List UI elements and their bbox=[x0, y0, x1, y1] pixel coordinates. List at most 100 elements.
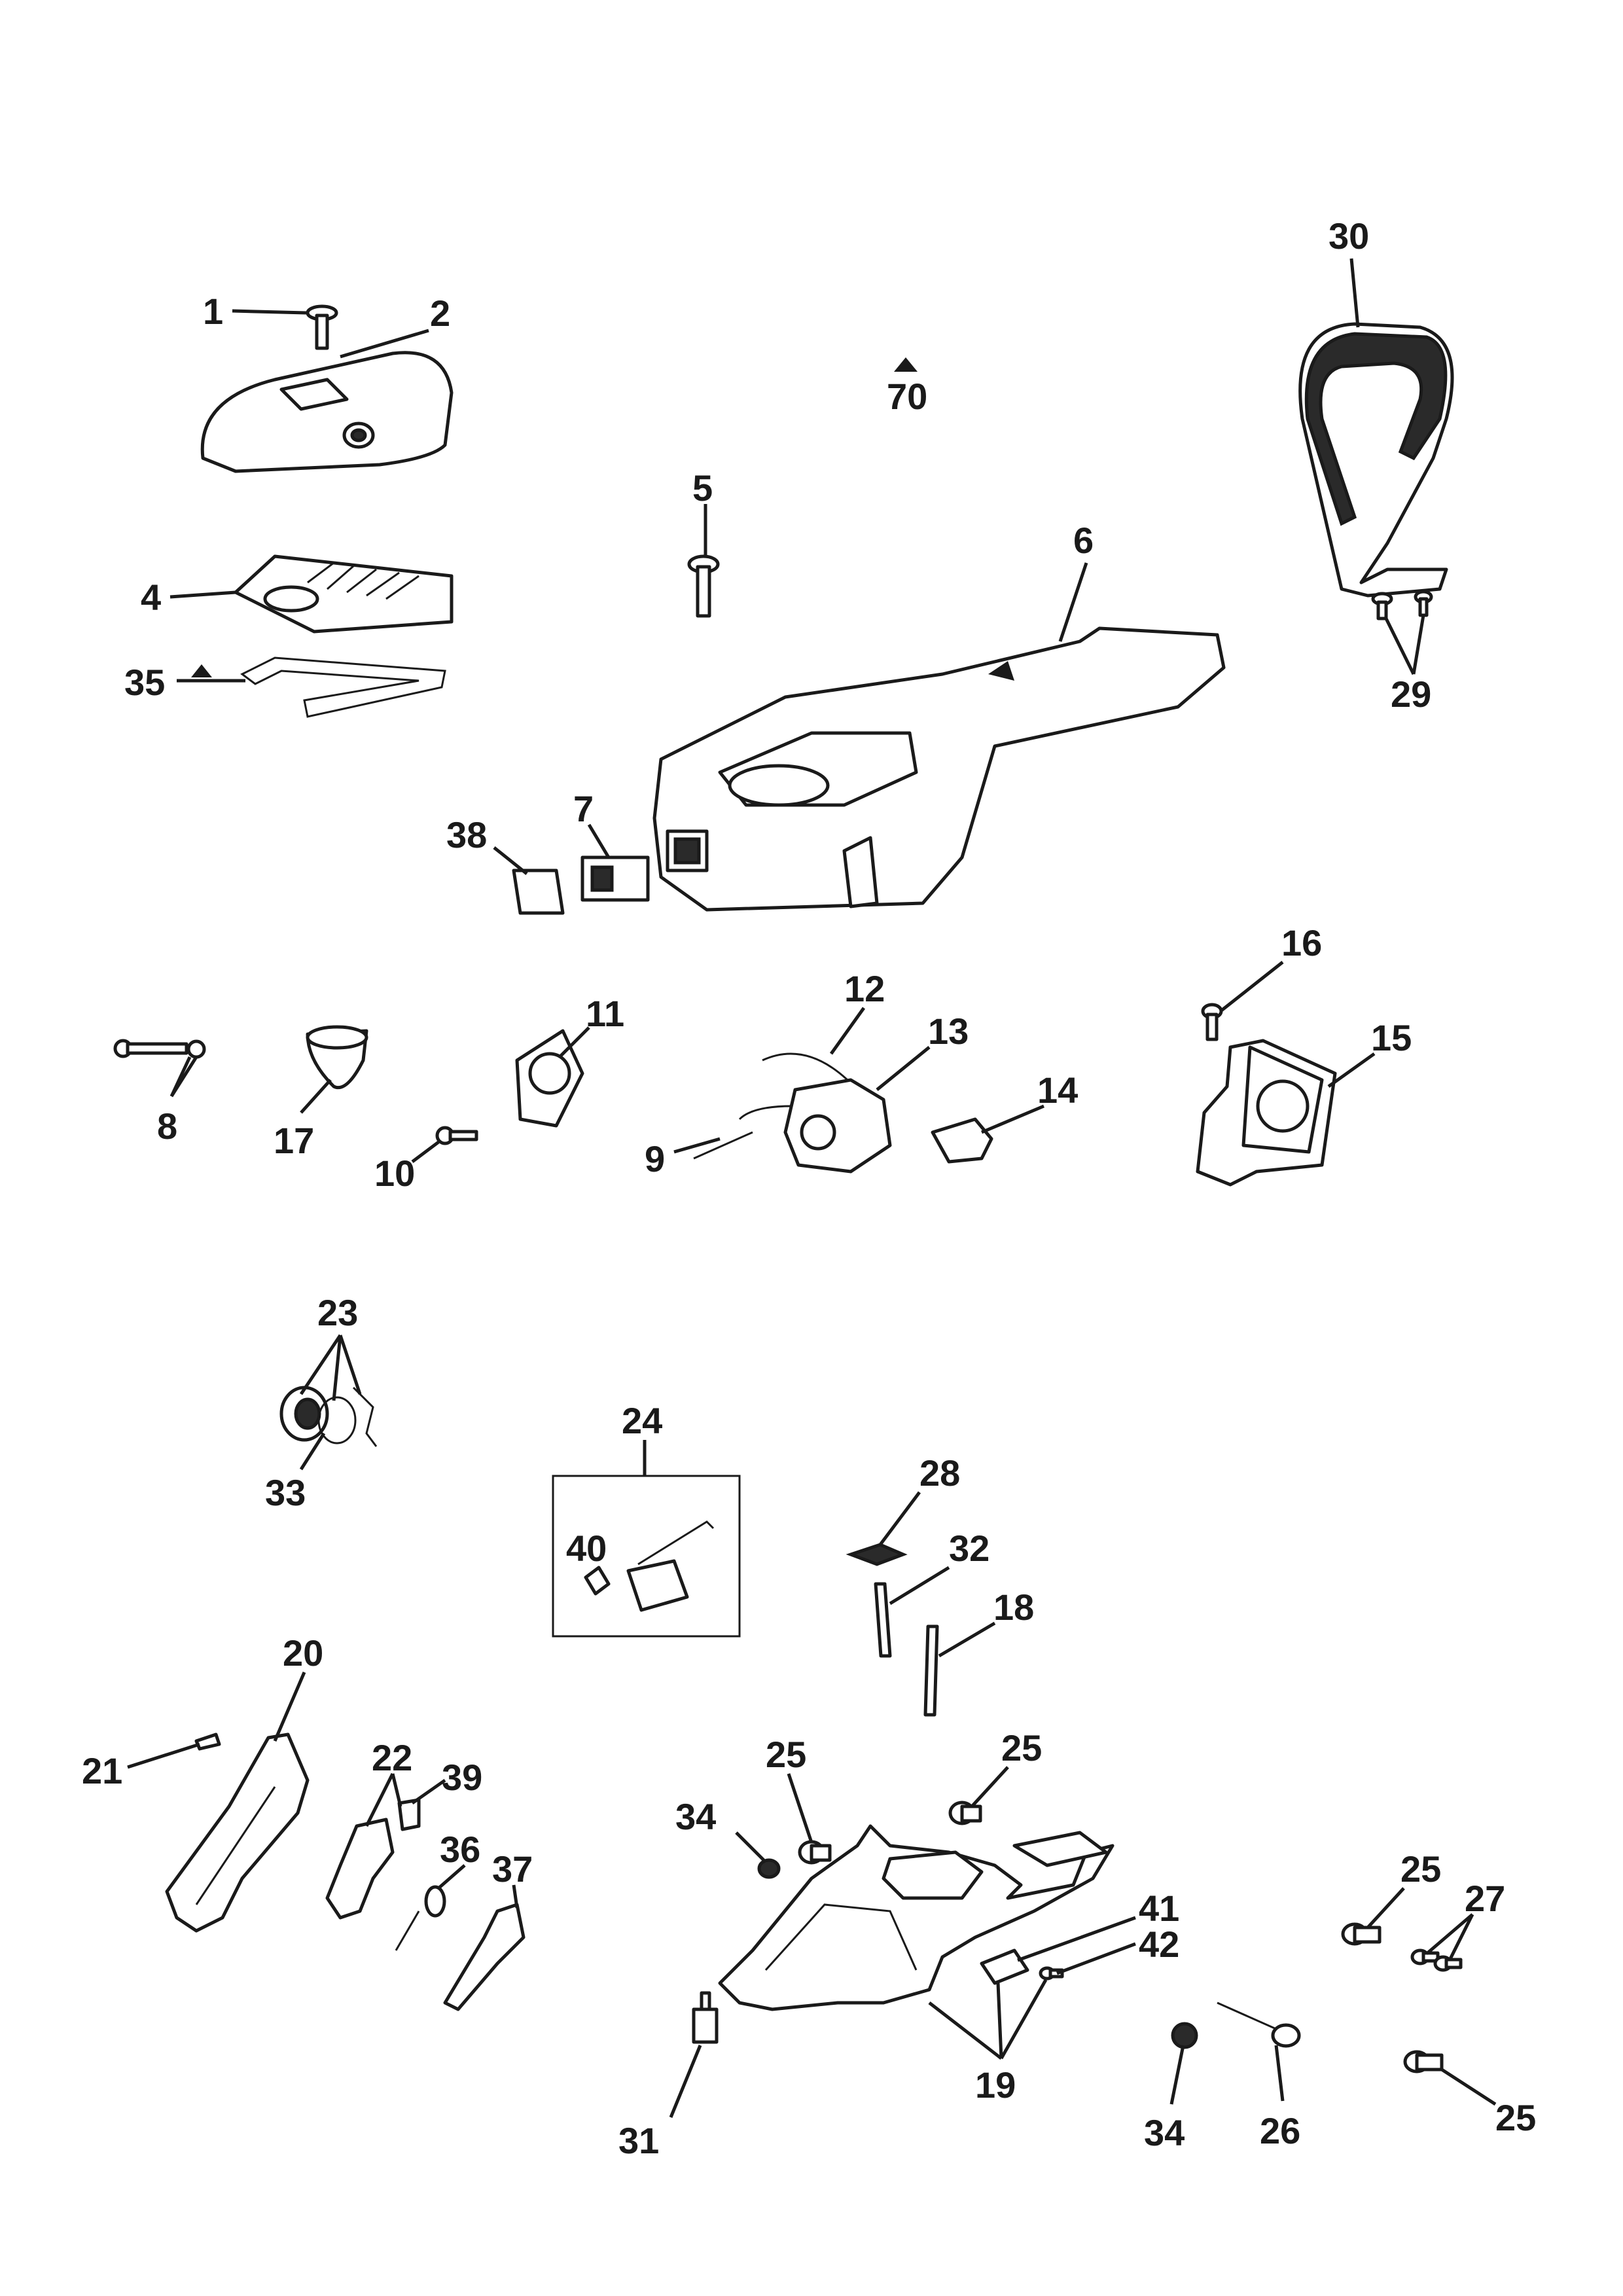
callout-12: 12 bbox=[844, 968, 885, 1009]
handle-screws-29 bbox=[1371, 590, 1433, 620]
callout-25d: 25 bbox=[1495, 2097, 1536, 2138]
leader-34a bbox=[735, 1831, 767, 1863]
leader-16 bbox=[1219, 961, 1284, 1013]
callout-15: 15 bbox=[1371, 1017, 1412, 1058]
cover-15 bbox=[1196, 1039, 1337, 1187]
switch-cover-38 bbox=[512, 869, 565, 915]
switch-7 bbox=[580, 855, 650, 902]
callout-26: 26 bbox=[1260, 2110, 1300, 2151]
callout-34b: 34 bbox=[1144, 2112, 1185, 2153]
grommet-28 bbox=[846, 1543, 908, 1566]
spring-23 bbox=[279, 1386, 378, 1447]
leader-29a bbox=[1384, 617, 1416, 675]
bushing-25b bbox=[948, 1801, 982, 1825]
leader-36 bbox=[437, 1864, 466, 1890]
callout-39: 39 bbox=[442, 1757, 482, 1798]
callout-27: 27 bbox=[1465, 1878, 1505, 1919]
leader-26 bbox=[1274, 2045, 1285, 2102]
callout-41: 41 bbox=[1139, 1888, 1179, 1929]
screw-10 bbox=[435, 1126, 478, 1145]
callout-18: 18 bbox=[993, 1587, 1034, 1628]
leader-32 bbox=[889, 1566, 950, 1605]
trigger-37 bbox=[443, 1903, 526, 2011]
leader-17 bbox=[300, 1079, 332, 1114]
kit-box-24 bbox=[552, 1475, 741, 1638]
callout-11: 11 bbox=[586, 993, 624, 1034]
leader-12 bbox=[829, 1007, 866, 1055]
leader-25b bbox=[971, 1766, 1009, 1808]
bushing-25d bbox=[1403, 2050, 1444, 2073]
callout-33: 33 bbox=[265, 1472, 306, 1513]
callout-17: 17 bbox=[274, 1120, 314, 1161]
leader-25a bbox=[787, 1773, 813, 1843]
cover-screw bbox=[306, 304, 338, 350]
callout-13: 13 bbox=[928, 1011, 969, 1052]
bushing-25a bbox=[798, 1840, 832, 1865]
leader-19c bbox=[999, 1979, 1048, 2060]
leader-28 bbox=[879, 1491, 921, 1546]
callout-34a: 34 bbox=[675, 1796, 716, 1837]
rear-handle-20 bbox=[165, 1732, 310, 1933]
callout-25a: 25 bbox=[766, 1734, 806, 1775]
line-18 bbox=[923, 1624, 939, 1717]
leader-23c bbox=[338, 1335, 362, 1395]
vent-31 bbox=[692, 1991, 719, 2044]
clip-14 bbox=[931, 1117, 993, 1164]
callout-21: 21 bbox=[82, 1750, 122, 1791]
callout-19: 19 bbox=[975, 2064, 1016, 2106]
callout-36: 36 bbox=[440, 1829, 480, 1870]
leader-20 bbox=[273, 1672, 306, 1742]
leader-19b bbox=[996, 1982, 1003, 2059]
callout-2: 2 bbox=[430, 293, 450, 334]
clip-39 bbox=[397, 1798, 421, 1831]
part-41 bbox=[980, 1948, 1029, 1985]
screw-42 bbox=[1039, 1966, 1064, 1981]
nut-34a bbox=[757, 1858, 781, 1879]
leader-33 bbox=[299, 1432, 326, 1471]
leader-41 bbox=[1017, 1916, 1136, 1962]
callout-5: 5 bbox=[692, 467, 713, 509]
lever-22 bbox=[325, 1818, 395, 1920]
engine-housing bbox=[652, 626, 1226, 912]
callout-4: 4 bbox=[141, 577, 161, 618]
callout-1: 1 bbox=[203, 291, 223, 332]
screw-5 bbox=[687, 554, 720, 618]
leader-13 bbox=[876, 1046, 931, 1091]
callout-24: 24 bbox=[622, 1400, 662, 1441]
leader-31 bbox=[669, 2045, 702, 2118]
callout-23: 23 bbox=[317, 1292, 358, 1333]
callout-14: 14 bbox=[1037, 1069, 1078, 1111]
leader-6 bbox=[1058, 562, 1088, 642]
callout-70: 70 bbox=[887, 376, 927, 417]
callout-31: 31 bbox=[618, 2120, 659, 2161]
callout-25c: 25 bbox=[1400, 1848, 1441, 1890]
leader-4 bbox=[169, 590, 236, 599]
leader-34b bbox=[1169, 2045, 1185, 2105]
tank-19 bbox=[718, 1824, 1115, 2011]
leader-2 bbox=[340, 329, 429, 359]
leader-21 bbox=[127, 1742, 200, 1769]
callout-22: 22 bbox=[372, 1737, 412, 1778]
leader-29b bbox=[1412, 615, 1425, 675]
not-supplied-marker-35 bbox=[191, 664, 212, 677]
callout-9: 9 bbox=[645, 1138, 665, 1179]
leader-38 bbox=[493, 846, 528, 875]
callout-30: 30 bbox=[1329, 215, 1369, 257]
leader-22b bbox=[391, 1773, 402, 1807]
front-handle-30 bbox=[1298, 322, 1454, 598]
leader-42 bbox=[1056, 1942, 1136, 1975]
callout-42: 42 bbox=[1139, 1924, 1179, 1965]
line-32 bbox=[874, 1582, 892, 1658]
screw-21 bbox=[194, 1732, 221, 1751]
leader-27a bbox=[1425, 1913, 1474, 1955]
filter-gasket bbox=[240, 656, 446, 718]
screw-16 bbox=[1201, 1003, 1223, 1041]
callout-25b: 25 bbox=[1001, 1727, 1042, 1768]
callout-35: 35 bbox=[124, 662, 165, 703]
nut-34b bbox=[1171, 2022, 1198, 2049]
flange-11 bbox=[515, 1029, 584, 1128]
callout-10: 10 bbox=[374, 1153, 415, 1194]
leader-11 bbox=[558, 1026, 590, 1058]
leader-18 bbox=[938, 1621, 996, 1658]
